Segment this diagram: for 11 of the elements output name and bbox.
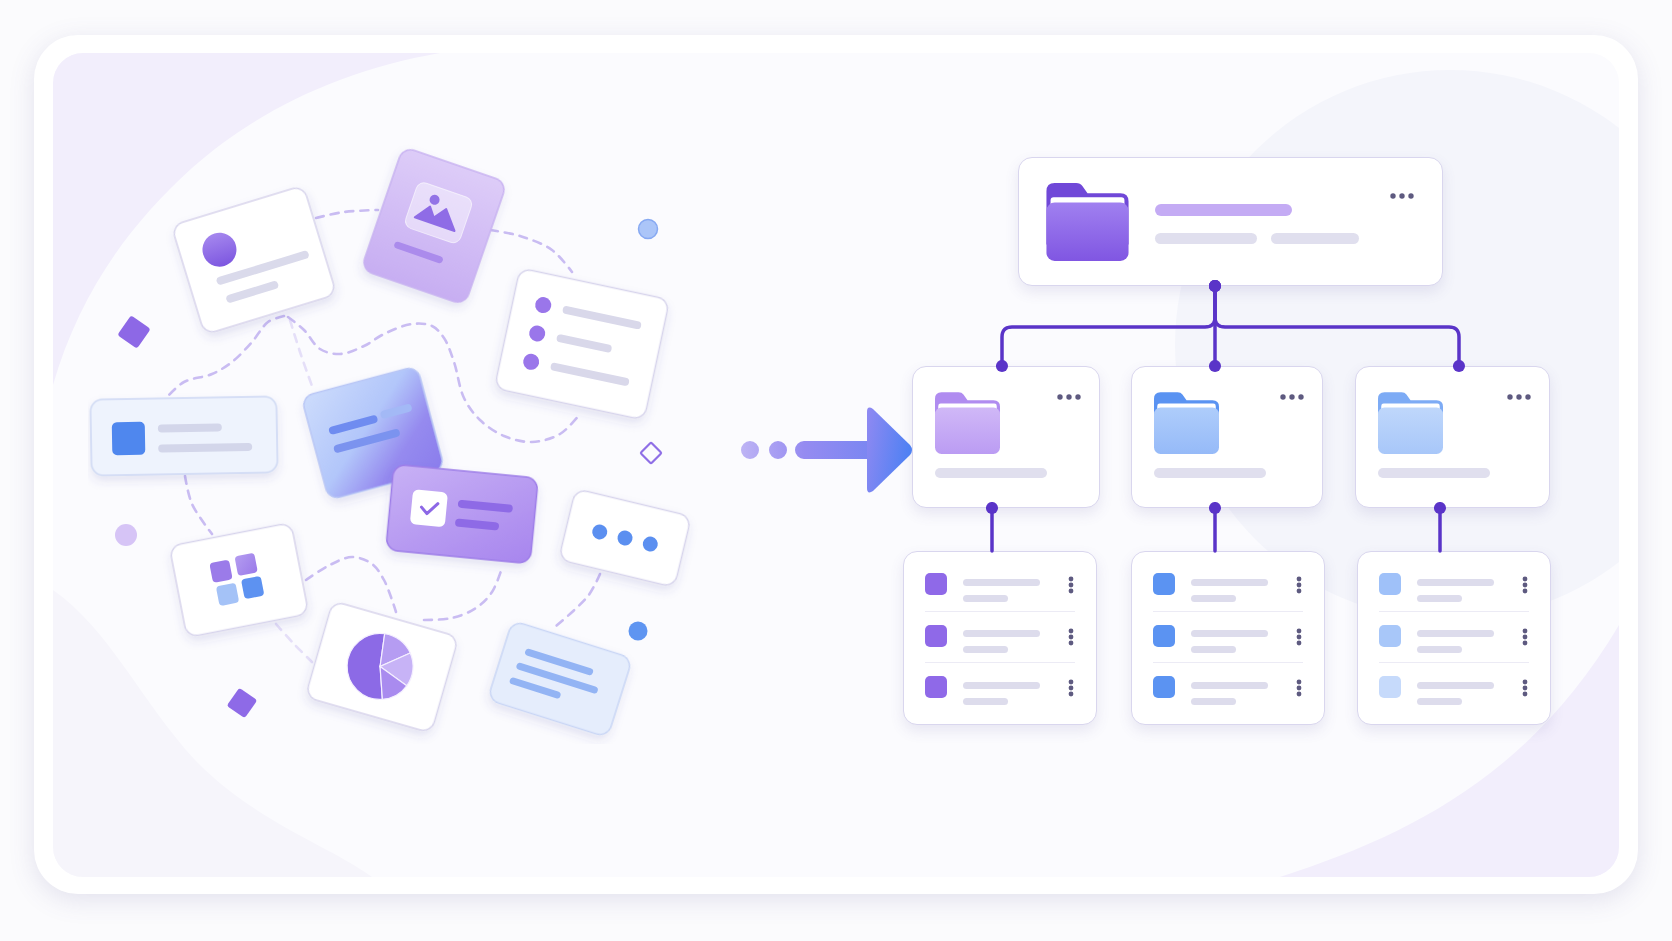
- folder-card: [1018, 157, 1443, 286]
- connector-line: [985, 501, 999, 553]
- connector-line: [1433, 501, 1447, 553]
- folder-card: [1355, 366, 1550, 508]
- folder-card: [912, 366, 1100, 508]
- list-card: [1357, 551, 1551, 725]
- folder-card: [1131, 366, 1323, 508]
- connector-line: [1208, 279, 1466, 373]
- list-card: [1131, 551, 1325, 725]
- connector-line: [1208, 501, 1222, 553]
- list-card: [903, 551, 1097, 725]
